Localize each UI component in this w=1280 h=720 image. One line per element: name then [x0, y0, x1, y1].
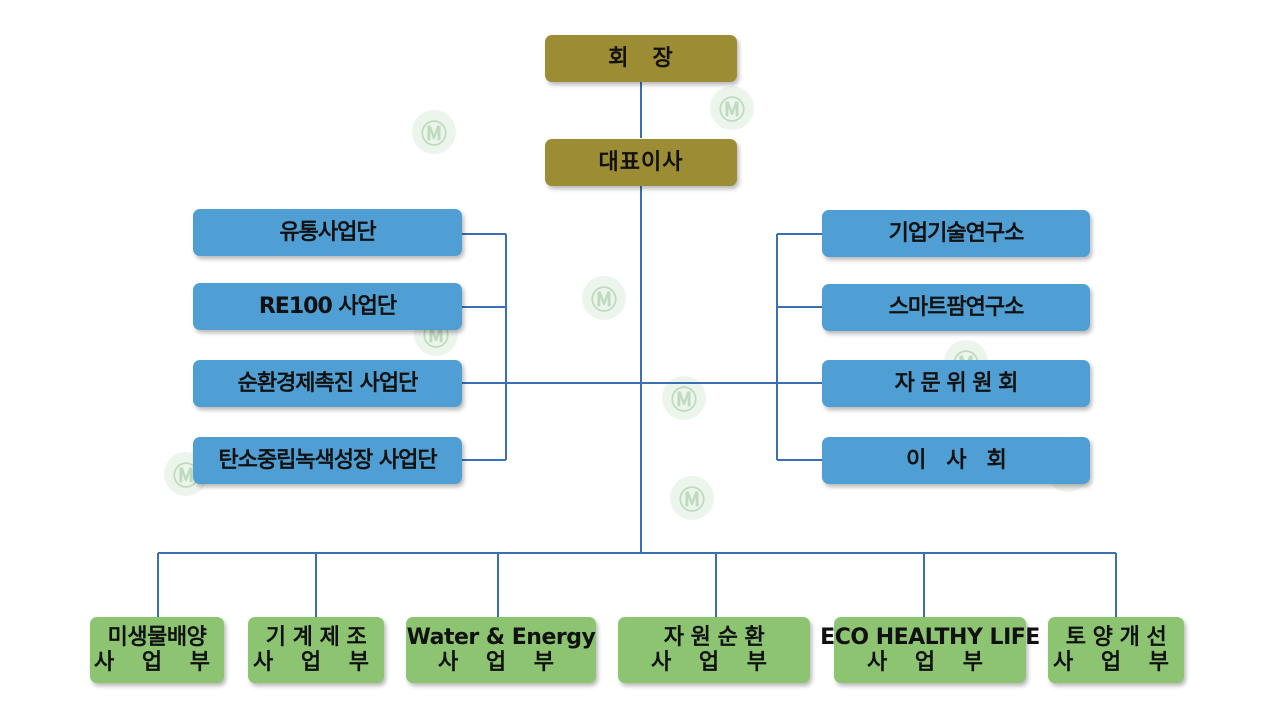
right-unit-label: 기업기술연구소: [888, 220, 1025, 246]
right-unit-box: 스마트팜연구소: [822, 284, 1090, 331]
left-unit-label: 유통사업단: [279, 219, 376, 245]
division-name: 미생물배양: [107, 624, 207, 650]
logo-watermark-icon: Ⓜ: [582, 276, 626, 320]
left-unit-label: 탄소중립녹색성장 사업단: [218, 447, 437, 473]
division-name: 자 원 순 환: [663, 624, 765, 650]
right-unit-box: 자 문 위 원 회: [822, 360, 1090, 407]
logo-watermark-icon: Ⓜ: [710, 86, 754, 130]
division-box: 기 계 제 조 사 업 부: [248, 617, 384, 683]
left-unit-box: 순환경제촉진 사업단: [193, 360, 462, 407]
logo-watermark-icon: Ⓜ: [412, 110, 456, 154]
left-unit-label: RE100 사업단: [258, 293, 397, 319]
division-suffix: 사 업 부: [650, 650, 778, 675]
division-box: 자 원 순 환 사 업 부: [618, 617, 810, 683]
right-unit-label: 스마트팜연구소: [888, 294, 1025, 320]
left-unit-box: 유통사업단: [193, 209, 462, 256]
chairman-label: 회 장: [608, 45, 674, 71]
division-box: ECO HEALTHY LIFE 사 업 부: [820, 617, 1040, 683]
division-name: Water & Energy: [406, 624, 596, 650]
right-unit-box: 이 사 회: [822, 437, 1090, 484]
ceo-box: 대표이사: [545, 139, 737, 186]
right-unit-box: 기업기술연구소: [822, 210, 1090, 257]
division-name: 기 계 제 조: [265, 624, 367, 650]
right-unit-label: 자 문 위 원 회: [894, 370, 1019, 396]
division-suffix: 사 업 부: [1052, 650, 1180, 675]
division-suffix: 사 업 부: [437, 650, 565, 675]
division-box: 토 양 개 선 사 업 부: [1048, 617, 1184, 683]
division-box: 미생물배양 사 업 부: [90, 617, 224, 683]
left-unit-label: 순환경제촉진 사업단: [237, 370, 419, 396]
logo-watermark-icon: Ⓜ: [670, 476, 714, 520]
chairman-box: 회 장: [545, 35, 737, 82]
division-box: Water & Energy 사 업 부: [406, 617, 596, 683]
left-unit-box: 탄소중립녹색성장 사업단: [193, 437, 462, 484]
division-suffix: 사 업 부: [866, 650, 994, 675]
division-suffix: 사 업 부: [93, 650, 221, 675]
division-name: 토 양 개 선: [1065, 624, 1167, 650]
right-unit-label: 이 사 회: [906, 447, 1007, 473]
division-suffix: 사 업 부: [252, 650, 380, 675]
division-name: ECO HEALTHY LIFE: [820, 624, 1040, 650]
left-unit-box: RE100 사업단: [193, 283, 462, 330]
ceo-label: 대표이사: [598, 149, 684, 175]
